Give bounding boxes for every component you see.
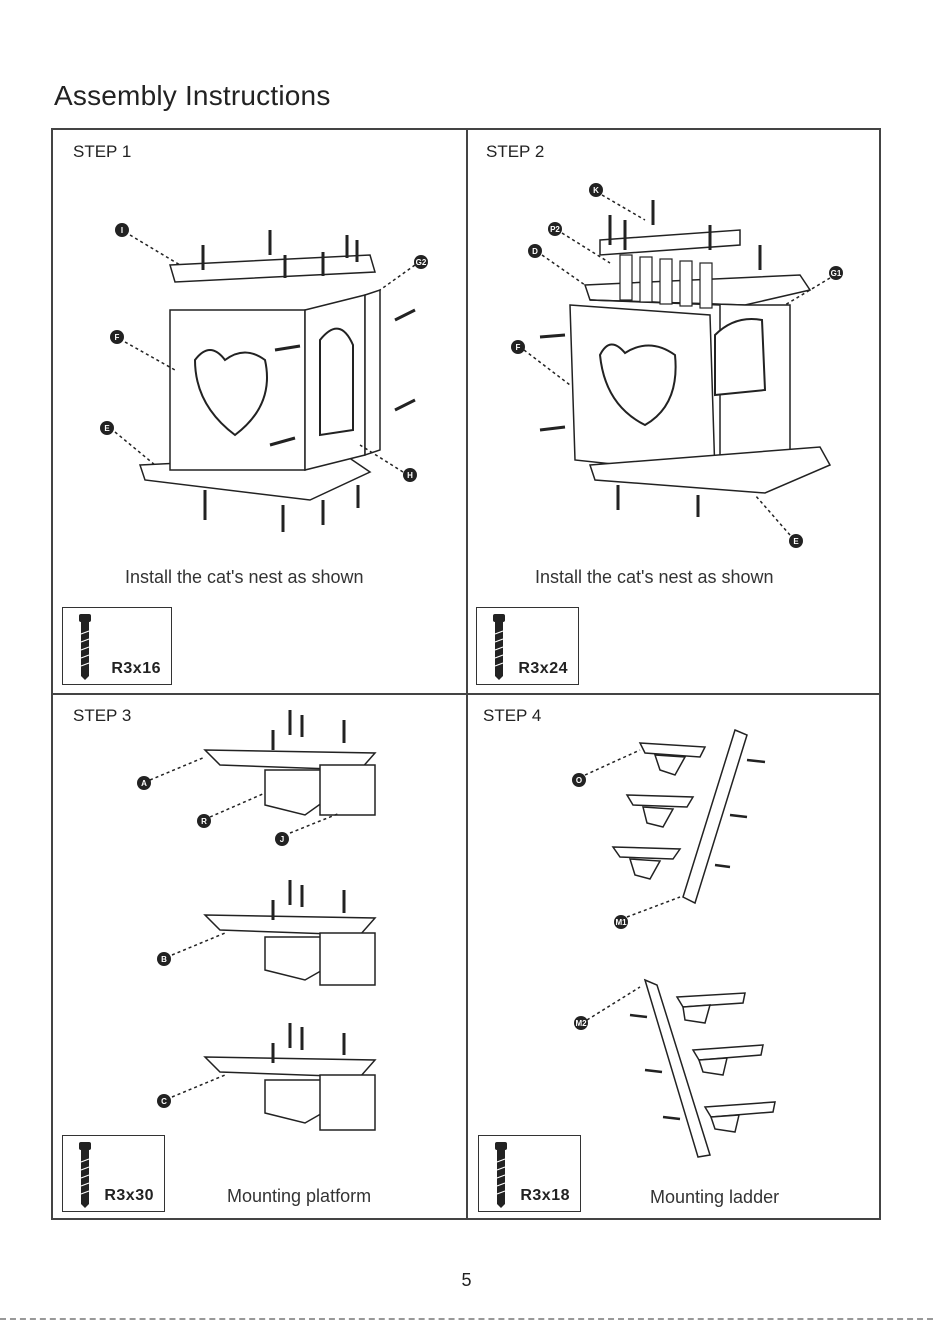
callout-F-2: F [516,343,521,352]
step-3-screw-size: R3x30 [104,1187,154,1205]
page-number: 5 [0,1270,933,1291]
step-1-screw-box: R3x16 [62,607,172,685]
step-4-illustration: O M1 M2 [565,725,785,1165]
step-1-illustration: I G2 F E H [95,210,435,540]
ladder-M1 [613,730,747,903]
step-4-screw-size: R3x18 [520,1187,570,1205]
page-title: Assembly Instructions [54,80,331,112]
callout-D: D [532,247,538,256]
step-3-illustration: A R J B C [130,705,390,1135]
screw-icon [489,1142,513,1208]
step-1-caption: Install the cat's nest as shown [125,567,364,588]
callout-P2: P2 [550,225,560,234]
page-cut-line [0,1318,933,1320]
callout-I: I [121,226,123,235]
step-4-screw-box: R3x18 [478,1135,581,1212]
callout-A: A [141,779,147,788]
platform-C [205,1057,375,1130]
ladder-M2 [645,980,775,1157]
step-2-illustration: K P2 D G1 F E [510,175,850,560]
step-2-label: STEP 2 [486,142,544,162]
step-4-label: STEP 4 [483,706,541,726]
screw-icon [73,614,97,680]
callout-M2: M2 [575,1019,587,1028]
grid-divider-horizontal [51,693,881,695]
step-3-caption: Mounting platform [227,1186,371,1207]
step-2-screw-box: R3x24 [476,607,579,685]
platform-B [205,915,375,985]
callout-E-2: E [793,537,799,546]
screw-icon [487,614,511,680]
step-4-caption: Mounting ladder [650,1187,779,1208]
platform-A [205,750,375,815]
callout-B: B [161,955,167,964]
step-1-label: STEP 1 [73,142,131,162]
callout-M1: M1 [615,918,627,927]
callout-G1: G1 [831,269,842,278]
callout-K: K [593,186,599,195]
grid-divider-vertical [466,128,468,1220]
callout-R: R [201,817,207,826]
step-1-screw-size: R3x16 [111,660,161,678]
callout-C: C [161,1097,167,1106]
callout-O: O [576,776,582,785]
step-3-label: STEP 3 [73,706,131,726]
callout-H: H [407,471,413,480]
callout-G2: G2 [416,258,427,267]
callout-J: J [280,835,284,844]
step-2-caption: Install the cat's nest as shown [535,567,774,588]
callout-F: F [115,333,120,342]
step-3-screw-box: R3x30 [62,1135,165,1212]
callout-E: E [104,424,110,433]
screw-icon [73,1142,97,1208]
step-2-screw-size: R3x24 [518,660,568,678]
